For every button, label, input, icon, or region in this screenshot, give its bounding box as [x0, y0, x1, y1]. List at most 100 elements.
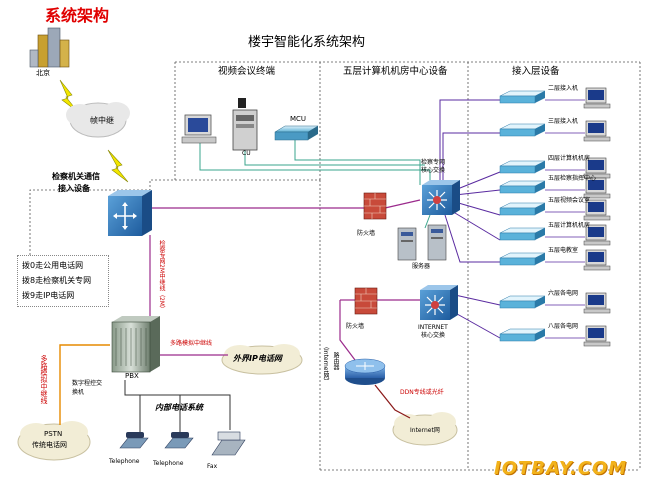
core-switch-label-1: 检察专网: [421, 159, 446, 166]
access-item-label: 四层计算机机房: [548, 155, 591, 162]
access-pc-icon: [583, 249, 611, 271]
multi-trunk-label: 多路模拟中继线: [170, 340, 213, 347]
pstn-label-2: 传统电话网: [32, 441, 67, 449]
video-tower-label: CU: [242, 150, 251, 157]
link-access-7: [444, 214, 500, 263]
link-access-6: [449, 209, 501, 241]
link-router: [339, 300, 356, 361]
pstn-label-1: PSTN: [44, 430, 63, 438]
legend-item: 拨9走IP电话网: [22, 291, 75, 300]
access-item-label: 六层各电网: [548, 290, 579, 297]
firewall-bottom-label: 防火墙: [346, 323, 365, 330]
access-pc-icon: [583, 292, 611, 314]
link-video-3: [294, 140, 421, 185]
section-video: 视频会议终端: [218, 66, 276, 77]
servers-label: 服务器: [412, 263, 431, 270]
router-label: 路由器: [332, 352, 339, 370]
section-borders: [29, 61, 641, 471]
section-access: 接入层设备: [512, 66, 560, 77]
section-datacenter: 五层计算机机房中心设备: [343, 66, 448, 77]
telephone-2-icon: [164, 432, 194, 449]
fax-icon: [211, 431, 246, 456]
ddn-label: DDN专线或光纤: [400, 389, 444, 396]
access-item-label: 五层计算机机房: [548, 222, 591, 229]
firewall-top-icon: [363, 192, 387, 220]
access-switch-icon: [499, 160, 546, 174]
access-item-label: 二层接入机: [548, 85, 579, 92]
link-access-3: [454, 171, 501, 191]
pstn-cloud: [17, 421, 91, 461]
mcu-icon: [274, 125, 319, 141]
pbx-desc-1: 数字程控交: [72, 380, 103, 387]
access-switch-icon: [499, 328, 546, 342]
telephone-1-icon: [119, 432, 149, 449]
link-pbx-pstn: [59, 344, 110, 425]
access-item-label: 五层视频会议室: [548, 197, 591, 204]
internal-phone-label: 内部电话系统: [155, 403, 203, 412]
fax-label: Fax: [207, 463, 218, 470]
pbx-icon: [111, 316, 160, 373]
legend-item: 拨0走公用电话网: [22, 261, 84, 270]
telephone-2-label: Telephone: [153, 460, 184, 467]
link-internal-phones: [124, 380, 231, 430]
mcu-label: MCU: [290, 115, 307, 123]
link-video-1: [199, 142, 431, 185]
access-item-label: 八层各电网: [548, 323, 579, 330]
dial-legend: 拨0走公用电话网 拨8走检察机关专网 拨9走IP电话网: [17, 255, 109, 307]
access-pc-icon: [583, 87, 611, 109]
pbx-desc-2: 换机: [72, 389, 85, 396]
link-access-1: [439, 99, 500, 185]
core-switch-label-2: 核心交换: [421, 167, 446, 174]
firewall-top-label: 防火墙: [357, 230, 376, 237]
access-switch-icon: [499, 295, 546, 309]
access-switch-icon: [499, 227, 546, 241]
link-video-2: [244, 150, 425, 166]
connections: [59, 99, 585, 435]
diagram-title: 楼宇智能化系统架构: [248, 35, 366, 50]
external-ip-label: 外界IP电话网: [233, 354, 282, 363]
access-pc-icon: [583, 120, 611, 142]
servers-icon: [397, 224, 447, 261]
access-switch-icon: [499, 123, 546, 137]
link-router-internet: [374, 384, 411, 419]
router-icon: [344, 358, 386, 385]
telephone-1-label: Telephone: [109, 458, 140, 465]
access-pc-icon: [583, 199, 611, 221]
link-access-4: [454, 189, 501, 196]
video-camera-tower-icon: [232, 98, 258, 151]
link-access-8: [454, 294, 501, 306]
watermark: IOTBAY.COM: [494, 458, 628, 479]
external-ip-cloud: [221, 344, 303, 375]
firewall-bottom-icon: [354, 287, 378, 315]
access-switch-icon: [499, 90, 546, 104]
access-pc-icon: [583, 177, 611, 199]
internet-switch-icon: [420, 285, 458, 320]
internet-link-label: （Internet网）: [322, 343, 329, 385]
lightning-bottom: [107, 149, 129, 183]
access-devices: [499, 87, 611, 347]
access-pc-icon: [583, 325, 611, 347]
frame-relay-label: 帧中继: [90, 116, 114, 125]
link-access-5: [454, 201, 501, 216]
access-item-label: 三层接入机: [548, 118, 579, 125]
internet-cloud-label: Internet网: [410, 427, 440, 434]
video-pc-icon: [181, 114, 217, 144]
link-access-2: [442, 132, 500, 185]
legend-item: 拨8走检察机关专网: [22, 276, 92, 285]
access-item-label: 五层电教室: [548, 247, 579, 254]
beijing-label: 北京: [36, 69, 50, 77]
internet-switch-label-1: INTERNET: [418, 324, 448, 331]
access-item-label: 五层检察指挥中心: [548, 175, 597, 182]
access-pc-icon: [583, 224, 611, 246]
access-switch-icon: [499, 252, 546, 266]
multi-analog-label: 多路模拟中继线: [40, 355, 48, 404]
pbx-label: PBX: [125, 372, 139, 380]
access-pc-icon: [583, 157, 611, 179]
header-label: 系统架构: [45, 6, 110, 25]
proc-access-switch-icon: [108, 190, 152, 236]
access-switch-icon: [499, 180, 546, 194]
frame-relay-cloud: [66, 102, 130, 138]
border-left: [29, 62, 176, 260]
link-access-9: [449, 309, 501, 339]
